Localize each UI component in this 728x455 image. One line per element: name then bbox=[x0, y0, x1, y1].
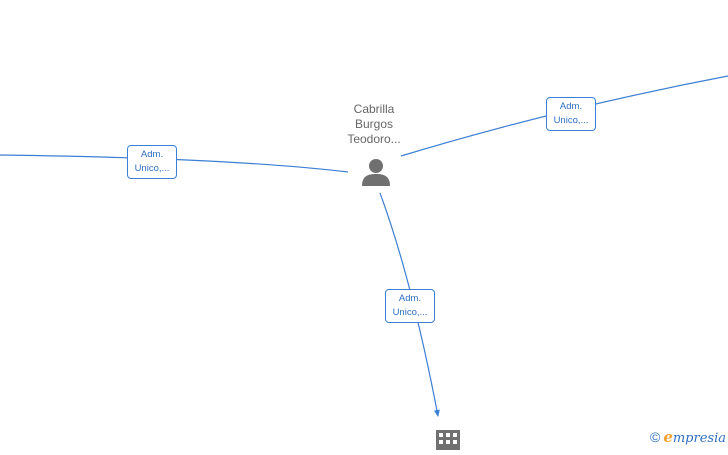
brand-logo: empresia bbox=[663, 428, 726, 446]
brand-initial: e bbox=[663, 428, 673, 446]
building-icon[interactable] bbox=[436, 430, 460, 455]
edge-label-right-line-1: Adm. bbox=[559, 101, 583, 112]
edge-label-right-line-2: Unico,... bbox=[553, 115, 589, 126]
person-node-label[interactable]: Cabrilla Burgos Teodoro... bbox=[314, 102, 434, 147]
edge-label-down-line-2: Unico,... bbox=[392, 307, 428, 318]
person-name-line-3: Teodoro... bbox=[347, 132, 401, 146]
edge-left bbox=[0, 154, 349, 173]
copyright-symbol: © bbox=[649, 429, 661, 445]
edge-label-down-line-1: Adm. bbox=[398, 293, 422, 304]
edge-label-right[interactable]: Adm. Unico,... bbox=[546, 97, 596, 131]
edge-label-down[interactable]: Adm. Unico,... bbox=[385, 289, 435, 323]
person-icon[interactable] bbox=[361, 157, 391, 192]
person-name-line-2: Burgos bbox=[354, 117, 394, 131]
person-name-line-1: Cabrilla bbox=[353, 102, 395, 116]
edge-label-left-line-2: Unico,... bbox=[134, 163, 170, 174]
edge-label-left-line-1: Adm. bbox=[140, 149, 164, 160]
brand-name-rest: mpresia bbox=[672, 431, 726, 446]
edge-label-left[interactable]: Adm. Unico,... bbox=[127, 145, 177, 179]
brand-watermark: © empresia bbox=[650, 428, 726, 446]
